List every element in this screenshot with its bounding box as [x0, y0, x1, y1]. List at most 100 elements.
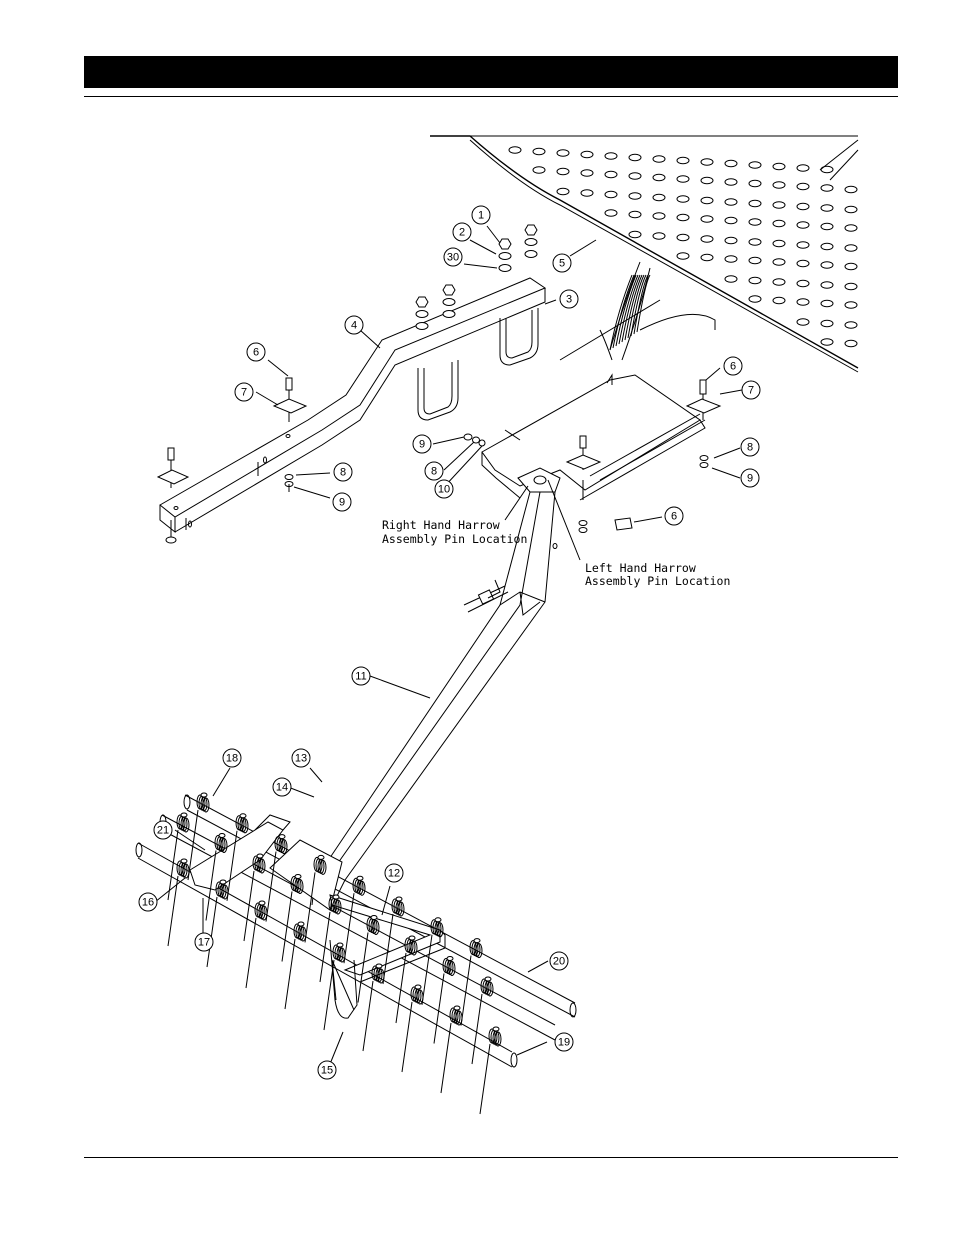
- callout-label: 6: [730, 361, 736, 373]
- right-pin-label-line1: Right Hand Harrow: [382, 518, 500, 532]
- deck-hole: [605, 191, 617, 197]
- deck-hole: [581, 170, 593, 176]
- pin-location-labels: Right Hand Harrow Assembly Pin Location …: [382, 518, 730, 588]
- callout-11: 11: [352, 667, 370, 685]
- callout-15: 15: [318, 1061, 336, 1079]
- deck-hole: [797, 319, 809, 325]
- deck-hole: [533, 148, 545, 154]
- deck-hole: [749, 180, 761, 186]
- deck-hole: [773, 182, 785, 188]
- callout-label: 17: [198, 937, 210, 949]
- callout-4: 4: [345, 316, 363, 334]
- callout-2: 2: [453, 223, 471, 241]
- deck-hole: [725, 217, 737, 223]
- deck-hole: [773, 240, 785, 246]
- deck-hole: [845, 263, 857, 269]
- callout-label: 6: [671, 511, 677, 523]
- callout-12: 12: [385, 864, 403, 882]
- deck-hole: [821, 282, 833, 288]
- deck-hole: [533, 167, 545, 173]
- deck-hole: [821, 185, 833, 191]
- deck-hole: [701, 197, 713, 203]
- callout-1: 1: [472, 206, 490, 224]
- callout-20: 20: [550, 952, 568, 970]
- deck-hole: [557, 168, 569, 174]
- deck-hole: [773, 202, 785, 208]
- callout-label: 9: [747, 473, 753, 485]
- washer: [443, 311, 455, 318]
- callout-label: 9: [339, 497, 345, 509]
- deck-hole: [773, 163, 785, 169]
- deck-hole: [797, 165, 809, 171]
- deck-hole: [557, 188, 569, 194]
- callout-9a: 9: [333, 493, 351, 511]
- callout-16: 16: [139, 893, 157, 911]
- deck-hole: [797, 183, 809, 189]
- deck-hole: [653, 194, 665, 200]
- callout-label: 1: [478, 210, 484, 222]
- tine: [246, 901, 267, 988]
- leader-lines: [155, 226, 742, 1064]
- callout-label: 20: [553, 956, 565, 968]
- callout-label: 12: [388, 868, 400, 880]
- deck-hole: [605, 153, 617, 159]
- right-mount-bracket: [482, 375, 705, 500]
- deck-hole: [629, 173, 641, 179]
- callout-label: 13: [295, 753, 307, 765]
- deck-hole: [821, 339, 833, 345]
- callout-label: 7: [748, 385, 754, 397]
- callout-label: 14: [276, 782, 288, 794]
- deck-hole: [749, 200, 761, 206]
- deck-hole: [677, 196, 689, 202]
- callout-label: 3: [566, 294, 572, 306]
- deck-hole: [749, 219, 761, 225]
- callout-5: 5: [553, 254, 571, 272]
- deck-hole: [677, 176, 689, 182]
- callout-6c: 6: [665, 507, 683, 525]
- deck-hole: [701, 216, 713, 222]
- callout-17: 17: [195, 933, 213, 951]
- nut: [499, 239, 511, 249]
- deck-hole: [797, 222, 809, 228]
- callout-label: 4: [351, 320, 357, 332]
- deck-platform: [430, 136, 858, 372]
- tine: [441, 1006, 462, 1093]
- deck-hole: [725, 276, 737, 282]
- callout-label: 15: [321, 1065, 333, 1077]
- deck-hole: [653, 213, 665, 219]
- deck-hole: [797, 242, 809, 248]
- deck-hole: [821, 320, 833, 326]
- callout-8a: 8: [334, 463, 352, 481]
- left-pin-label-line1: Left Hand Harrow: [585, 561, 696, 575]
- callout-7a: 7: [235, 383, 253, 401]
- deck-hole: [629, 154, 641, 160]
- callout-label: 8: [747, 442, 753, 454]
- callout-21: 21: [154, 821, 172, 839]
- callout-label: 21: [157, 825, 169, 837]
- callout-label: 9: [419, 439, 425, 451]
- nut: [416, 297, 428, 307]
- deck-hole: [701, 159, 713, 165]
- deck-hole: [725, 199, 737, 205]
- deck-hole: [677, 234, 689, 240]
- deck-hole: [725, 237, 737, 243]
- washer: [525, 251, 537, 258]
- deck-hole: [653, 156, 665, 162]
- callout-3: 3: [560, 290, 578, 308]
- callout-label: 30: [447, 252, 459, 264]
- washer: [499, 265, 511, 272]
- deck-hole: [821, 205, 833, 211]
- deck-hole: [773, 297, 785, 303]
- nut: [443, 285, 455, 295]
- washer: [525, 239, 537, 246]
- deck-hole: [845, 245, 857, 251]
- deck-hole: [749, 239, 761, 245]
- deck-hole: [509, 147, 521, 153]
- callout-label: 6: [253, 347, 259, 359]
- deck-hole: [773, 279, 785, 285]
- callout-9b: 9: [741, 469, 759, 487]
- deck-hole: [629, 211, 641, 217]
- deck-hole: [653, 174, 665, 180]
- deck-hole: [701, 177, 713, 183]
- tine: [402, 985, 423, 1072]
